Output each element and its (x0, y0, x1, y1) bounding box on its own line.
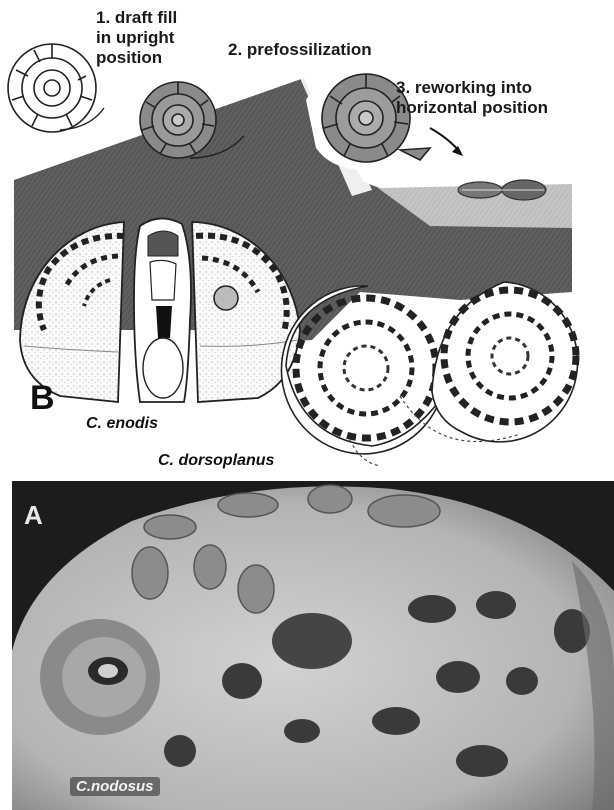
fossil-coil (40, 619, 160, 735)
ammonite-photo (12, 481, 614, 810)
ammonite-upright-icon (8, 44, 104, 132)
step-2-label: 2. prefossilization (228, 40, 372, 60)
c-dorsoplanus-right (432, 282, 578, 442)
reworking-arrow-icon (430, 128, 463, 156)
diagram-drawing (0, 0, 614, 480)
species-label-enodis: C. enodis (86, 415, 158, 433)
diagram-panel-b: 1. draft fill in upright position 2. pre… (0, 0, 614, 480)
photo-panel-a: A C.nodosus (12, 481, 614, 810)
c-dorsoplanus-left (281, 286, 440, 454)
step-3-label: 3. reworking into horizontal position (396, 78, 548, 118)
species-label-nodosus: C.nodosus (70, 777, 160, 796)
panel-a-letter: A (24, 501, 43, 529)
species-label-dorsoplanus: C. dorsoplanus (158, 452, 274, 470)
step-1-label: 1. draft fill in upright position (96, 8, 177, 68)
panel-b-letter: B (30, 380, 55, 416)
c-enodis-section (134, 218, 191, 402)
